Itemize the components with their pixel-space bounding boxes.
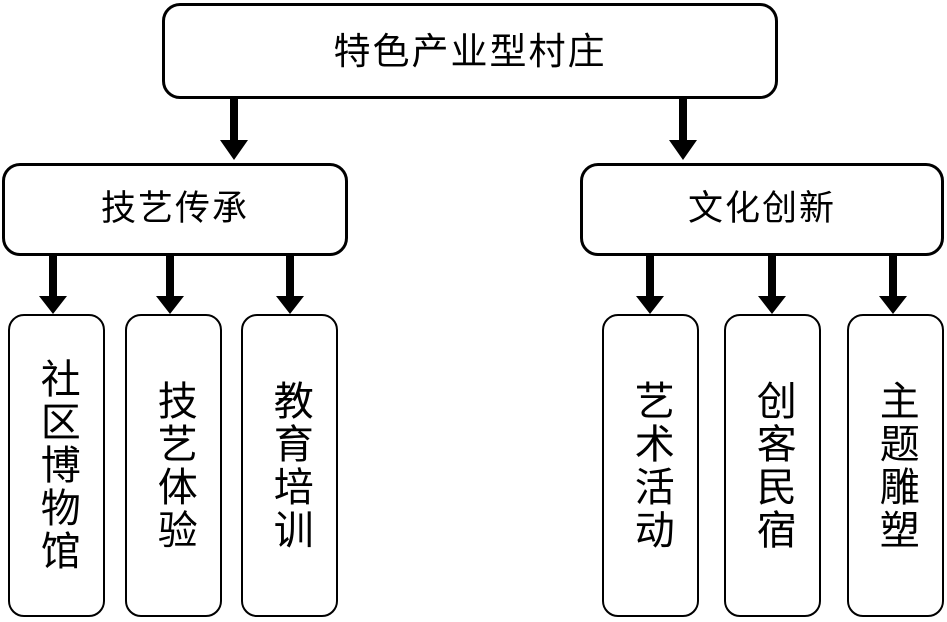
node-leaf-themed-sculpture-label: 主题雕塑: [872, 379, 919, 552]
node-leaf-art-activities[interactable]: 艺术活动: [602, 314, 699, 617]
node-root-village[interactable]: 特色产业型村庄: [162, 3, 778, 99]
node-leaf-community-museum[interactable]: 社区博物馆: [8, 314, 105, 617]
arrow-root-to-cultural-innovation: [669, 98, 697, 160]
arrow-cultural-innovation-to-themed-sculpture: [879, 256, 907, 314]
node-leaf-community-museum-label: 社区博物馆: [33, 358, 80, 573]
arrow-craft-inheritance-to-community-museum: [39, 256, 67, 314]
node-branch-craft-inheritance-label: 技艺传承: [100, 189, 249, 229]
node-branch-cultural-innovation[interactable]: 文化创新: [580, 163, 944, 256]
arrow-root-to-craft-inheritance: [220, 98, 248, 160]
node-branch-cultural-innovation-label: 文化创新: [687, 189, 836, 229]
node-root-label: 特色产业型村庄: [333, 29, 607, 73]
arrow-craft-inheritance-to-education-training: [276, 256, 304, 314]
node-leaf-maker-homestay[interactable]: 创客民宿: [724, 314, 821, 617]
node-leaf-themed-sculpture[interactable]: 主题雕塑: [847, 314, 944, 617]
node-branch-craft-inheritance[interactable]: 技艺传承: [2, 163, 348, 256]
arrow-cultural-innovation-to-maker-homestay: [758, 256, 786, 314]
node-leaf-art-activities-label: 艺术活动: [627, 379, 674, 552]
arrow-craft-inheritance-to-craft-experience: [156, 256, 184, 314]
node-leaf-maker-homestay-label: 创客民宿: [749, 379, 796, 552]
node-leaf-craft-experience[interactable]: 技艺体验: [125, 314, 222, 617]
node-leaf-education-training[interactable]: 教育培训: [241, 314, 338, 617]
node-leaf-craft-experience-label: 技艺体验: [150, 379, 197, 552]
arrow-cultural-innovation-to-art-activities: [636, 256, 664, 314]
node-leaf-education-training-label: 教育培训: [266, 379, 313, 552]
